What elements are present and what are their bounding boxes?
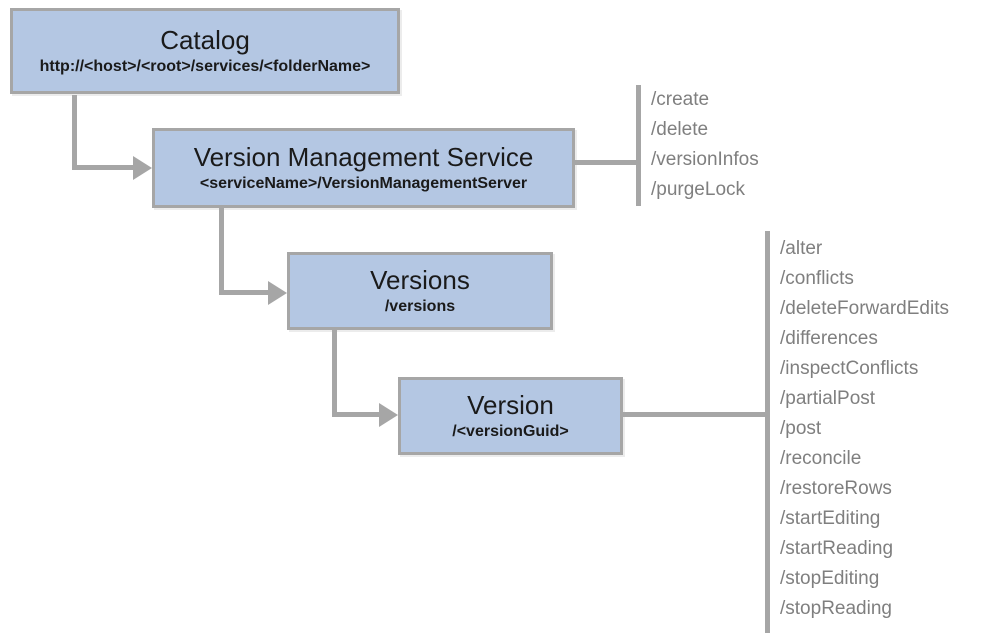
endpoint-item: /create <box>651 89 710 110</box>
connector-catalog-to-service-vertical <box>72 95 77 170</box>
node-version: Version /<versionGuid> <box>398 377 623 455</box>
node-catalog: Catalog http://<host>/<root>/services/<f… <box>10 8 400 94</box>
endpoint-item: /post <box>780 418 822 439</box>
endpoint-item: /stopEditing <box>780 568 880 589</box>
node-catalog-url: http://<host>/<root>/services/<folderNam… <box>39 58 371 76</box>
node-version-url: /<versionGuid> <box>452 423 569 441</box>
node-versions-title: Versions <box>370 264 470 295</box>
version-endpoints-bar <box>765 231 770 633</box>
endpoint-item: /deleteForwardEdits <box>780 298 949 319</box>
service-endpoints-list: /create/delete/versionInfos/purgeLock <box>651 85 759 205</box>
service-endpoints-bar <box>636 85 641 206</box>
endpoint-item: /restoreRows <box>780 478 892 499</box>
arrowhead-versions-to-version-icon <box>379 403 398 427</box>
arrowhead-catalog-to-service-icon <box>133 156 152 180</box>
endpoint-item: /partialPost <box>780 388 876 409</box>
endpoint-item: /alter <box>780 238 823 259</box>
connector-service-to-versions-vertical <box>219 208 224 295</box>
connector-service-to-versions-horizontal <box>219 290 269 295</box>
node-service-url: <serviceName>/VersionManagementServer <box>199 175 528 193</box>
node-versions-url: /versions <box>384 298 456 316</box>
endpoint-item: /differences <box>780 328 878 349</box>
endpoint-item: /conflicts <box>780 268 854 289</box>
node-versions: Versions /versions <box>287 252 553 330</box>
node-version-management-service: Version Management Service <serviceName>… <box>152 128 575 208</box>
line-service-to-endpoints <box>575 160 638 165</box>
version-endpoints-list: /alter/conflicts/deleteForwardEdits/diff… <box>780 234 949 624</box>
arrowhead-service-to-versions-icon <box>268 281 287 305</box>
endpoint-item: /startReading <box>780 538 894 559</box>
endpoint-item: /purgeLock <box>651 179 746 200</box>
node-catalog-title: Catalog <box>160 24 250 55</box>
endpoint-item: /delete <box>651 119 709 140</box>
endpoint-item: /inspectConflicts <box>780 358 919 379</box>
endpoint-item: /reconcile <box>780 448 862 469</box>
line-version-to-endpoints <box>623 412 767 417</box>
node-version-title: Version <box>467 389 554 420</box>
endpoint-item: /stopReading <box>780 598 892 619</box>
connector-versions-to-version-horizontal <box>332 412 380 417</box>
connector-versions-to-version-vertical <box>332 330 337 417</box>
endpoint-item: /versionInfos <box>651 149 759 170</box>
endpoint-item: /startEditing <box>780 508 881 529</box>
connector-catalog-to-service-horizontal <box>72 165 134 170</box>
node-service-title: Version Management Service <box>193 141 534 172</box>
